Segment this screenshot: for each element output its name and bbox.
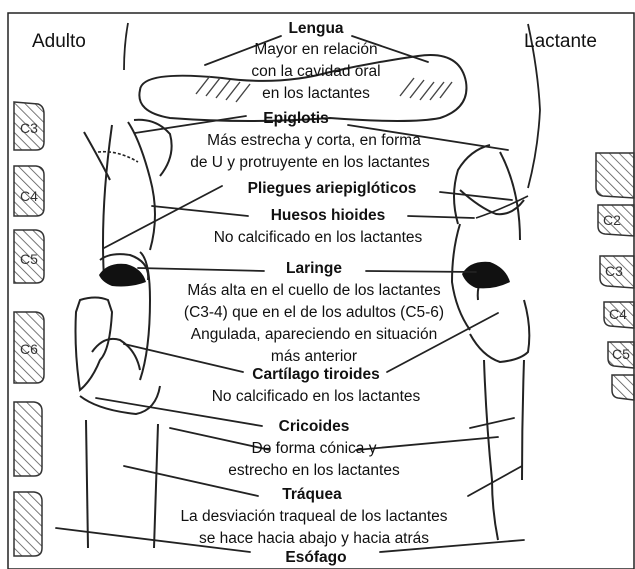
label-lengua-desc-3: en los lactantes [262, 85, 370, 103]
vertebra-label-adult-c4: C4 [20, 187, 38, 205]
label-lengua-desc-2: con la cavidad oral [251, 63, 380, 81]
label-laringe-title: Laringe [286, 260, 342, 278]
vertebra-label-infant-c5: C5 [612, 345, 630, 363]
header-infant: Lactante [524, 33, 597, 51]
adult-airway [76, 120, 172, 548]
vertebra-label-adult-c6: C6 [20, 340, 38, 358]
label-hioides-title: Huesos hioides [271, 207, 386, 225]
vertebra-label-infant-c2: C2 [603, 211, 621, 229]
vertebra-label-adult-c3: C3 [20, 119, 38, 137]
label-cricoides-desc-2: estrecho en los lactantes [228, 462, 399, 480]
label-lengua-title: Lengua [288, 20, 343, 38]
vertebrae-left [14, 102, 44, 556]
vertebra-label-adult-c5: C5 [20, 250, 38, 268]
label-laringe-desc-2: (C3-4) que en el de los adultos (C5-6) [184, 304, 444, 322]
label-laringe-desc-3: Angulada, apareciendo en situación [191, 326, 437, 344]
header-adult: Adulto [32, 33, 86, 51]
label-cricoides-desc-1: De forma cónica y [252, 440, 377, 458]
adult-hyoid [98, 152, 138, 162]
label-epiglotis-title: Epiglotis [263, 110, 328, 128]
label-tiroides-title: Cartílago tiroides [252, 366, 379, 384]
label-esofago-title: Esófago [285, 549, 346, 567]
label-pliegues-title: Pliegues ariepiglóticos [248, 180, 417, 198]
label-lengua-desc-1: Mayor en relación [254, 41, 377, 59]
vertebra-label-infant-c4: C4 [609, 305, 627, 323]
label-cricoides-title: Cricoides [279, 418, 350, 436]
label-laringe-desc-1: Más alta en el cuello de los lactantes [187, 282, 440, 300]
label-tiroides-desc-1: No calcificado en los lactantes [212, 388, 421, 406]
label-epiglotis-desc-1: Más estrecha y corta, en forma [207, 132, 421, 150]
label-traquea-desc-1: La desviación traqueal de los lactantes [180, 508, 447, 526]
label-traquea-desc-2: se hace hacia abajo y hacia atrás [199, 530, 429, 548]
infant-vocal-cords [462, 262, 510, 289]
label-traquea-title: Tráquea [282, 486, 341, 504]
label-epiglotis-desc-2: de U y protruyente en los lactantes [190, 154, 430, 172]
infant-airway [452, 145, 529, 540]
vertebra-label-infant-c3: C3 [605, 262, 623, 280]
contour-left [124, 23, 128, 70]
label-laringe-desc-4: más anterior [271, 348, 357, 366]
label-hioides-desc-1: No calcificado en los lactantes [214, 229, 423, 247]
